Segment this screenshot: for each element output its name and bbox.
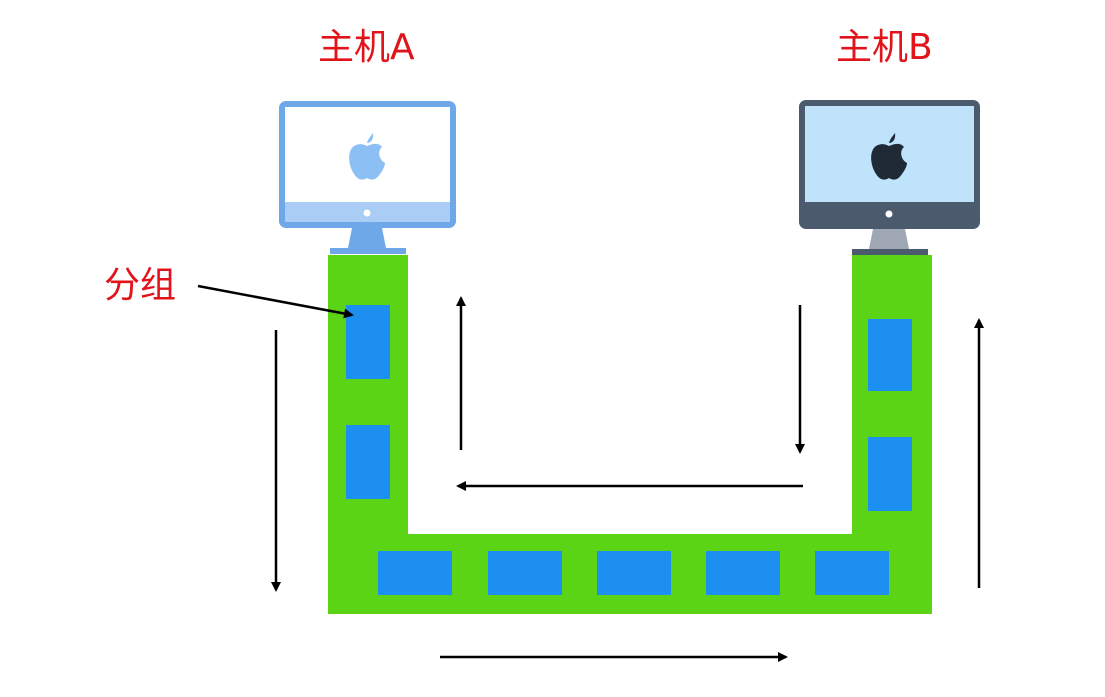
packet-pointer-arrow [197, 284, 354, 319]
host-a-computer-icon [279, 101, 456, 254]
apple-logo-icon [871, 133, 907, 180]
packets [346, 305, 912, 595]
packet [488, 551, 562, 595]
host-b-label: 主机B [836, 27, 933, 68]
packet [346, 305, 390, 379]
packet [815, 551, 889, 595]
packet [378, 551, 452, 595]
packet [346, 425, 390, 499]
apple-logo-icon [349, 133, 385, 180]
host-a-label: 主机A [318, 27, 415, 68]
packet [597, 551, 671, 595]
packet [868, 319, 912, 391]
packet [868, 437, 912, 511]
packet [706, 551, 780, 595]
packet-label: 分组 [104, 265, 177, 306]
host-b-computer-icon [799, 100, 980, 255]
